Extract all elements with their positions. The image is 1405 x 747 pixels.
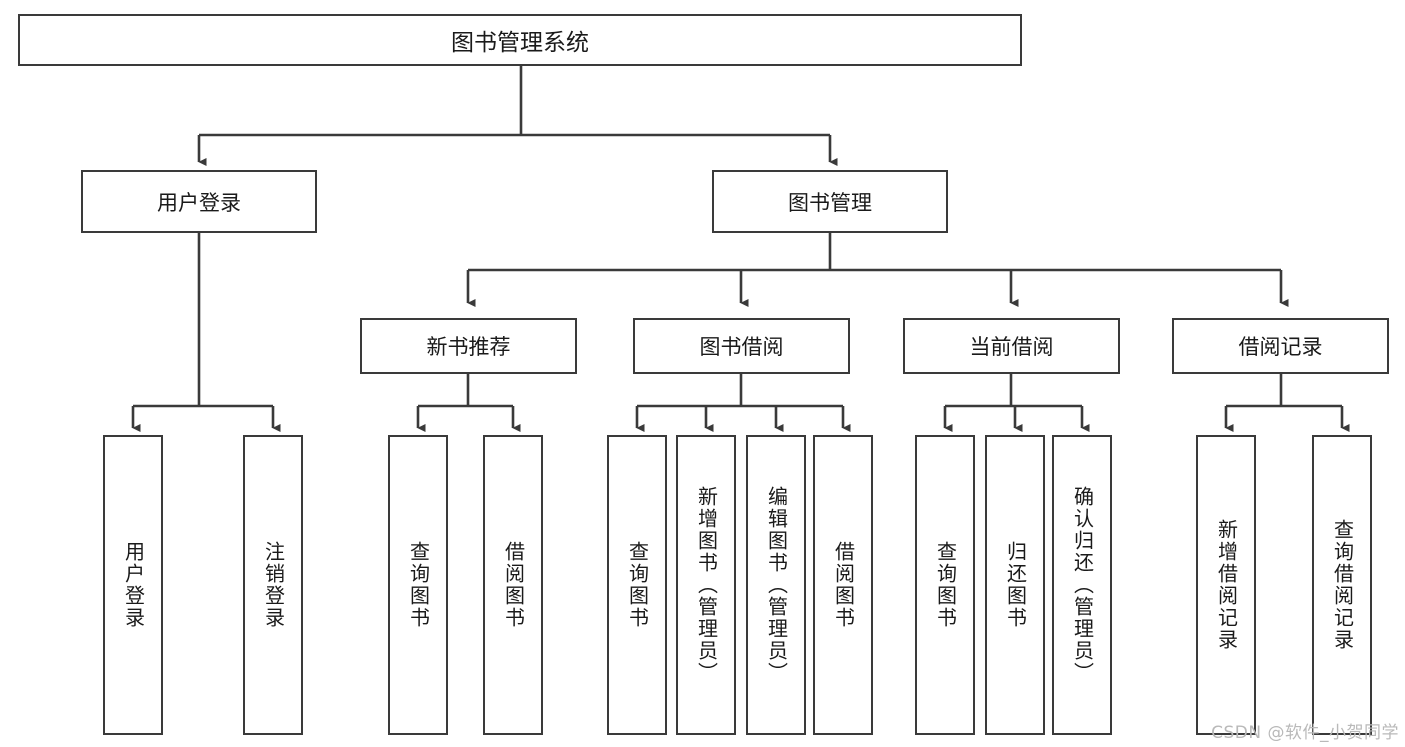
node-label: 查询图书	[625, 541, 650, 629]
node-label: 借阅记录	[1238, 335, 1323, 359]
leaf-query-book-borrow[interactable]: 查询图书	[607, 435, 667, 735]
node-label: 归还图书	[1003, 541, 1028, 629]
leaf-edit-book[interactable]: 编辑图书（管理员）	[746, 435, 806, 735]
node-label: 确认归还（管理员）	[1070, 486, 1095, 684]
leaf-return-book[interactable]: 归还图书	[985, 435, 1045, 735]
node-label: 注销登录	[261, 541, 286, 629]
leaf-query-book-recommend[interactable]: 查询图书	[388, 435, 448, 735]
node-borrow-record[interactable]: 借阅记录	[1172, 318, 1389, 374]
leaf-user-login[interactable]: 用户登录	[103, 435, 163, 735]
node-book-manage[interactable]: 图书管理	[712, 170, 948, 233]
node-label: 查询图书	[933, 541, 958, 629]
leaf-user-logout[interactable]: 注销登录	[243, 435, 303, 735]
node-label: 新增借阅记录	[1214, 519, 1239, 651]
node-label: 图书借阅	[699, 335, 784, 359]
node-label: 新增图书（管理员）	[694, 486, 719, 684]
node-label: 图书管理	[788, 190, 872, 215]
node-label: 图书管理系统	[451, 30, 589, 56]
leaf-borrow-book[interactable]: 借阅图书	[813, 435, 873, 735]
node-new-book-recommend[interactable]: 新书推荐	[360, 318, 577, 374]
node-label: 用户登录	[121, 541, 146, 629]
leaf-confirm-return[interactable]: 确认归还（管理员）	[1052, 435, 1112, 735]
node-label: 编辑图书（管理员）	[764, 486, 789, 684]
node-user-login[interactable]: 用户登录	[81, 170, 317, 233]
node-label: 用户登录	[157, 190, 241, 215]
leaf-query-borrow-record[interactable]: 查询借阅记录	[1312, 435, 1372, 735]
node-label: 借阅图书	[831, 541, 856, 629]
node-current-borrow[interactable]: 当前借阅	[903, 318, 1120, 374]
node-label: 借阅图书	[501, 541, 526, 629]
node-label: 当前借阅	[969, 335, 1054, 359]
csdn-watermark: CSDN @软件_小贺同学	[1211, 723, 1399, 743]
node-label: 查询借阅记录	[1330, 519, 1355, 651]
leaf-borrow-book-recommend[interactable]: 借阅图书	[483, 435, 543, 735]
node-book-borrow[interactable]: 图书借阅	[633, 318, 850, 374]
leaf-query-book-current[interactable]: 查询图书	[915, 435, 975, 735]
node-root-system[interactable]: 图书管理系统	[18, 14, 1022, 66]
node-label: 查询图书	[406, 541, 431, 629]
node-label: 新书推荐	[426, 335, 511, 359]
leaf-add-borrow-record[interactable]: 新增借阅记录	[1196, 435, 1256, 735]
leaf-add-book[interactable]: 新增图书（管理员）	[676, 435, 736, 735]
